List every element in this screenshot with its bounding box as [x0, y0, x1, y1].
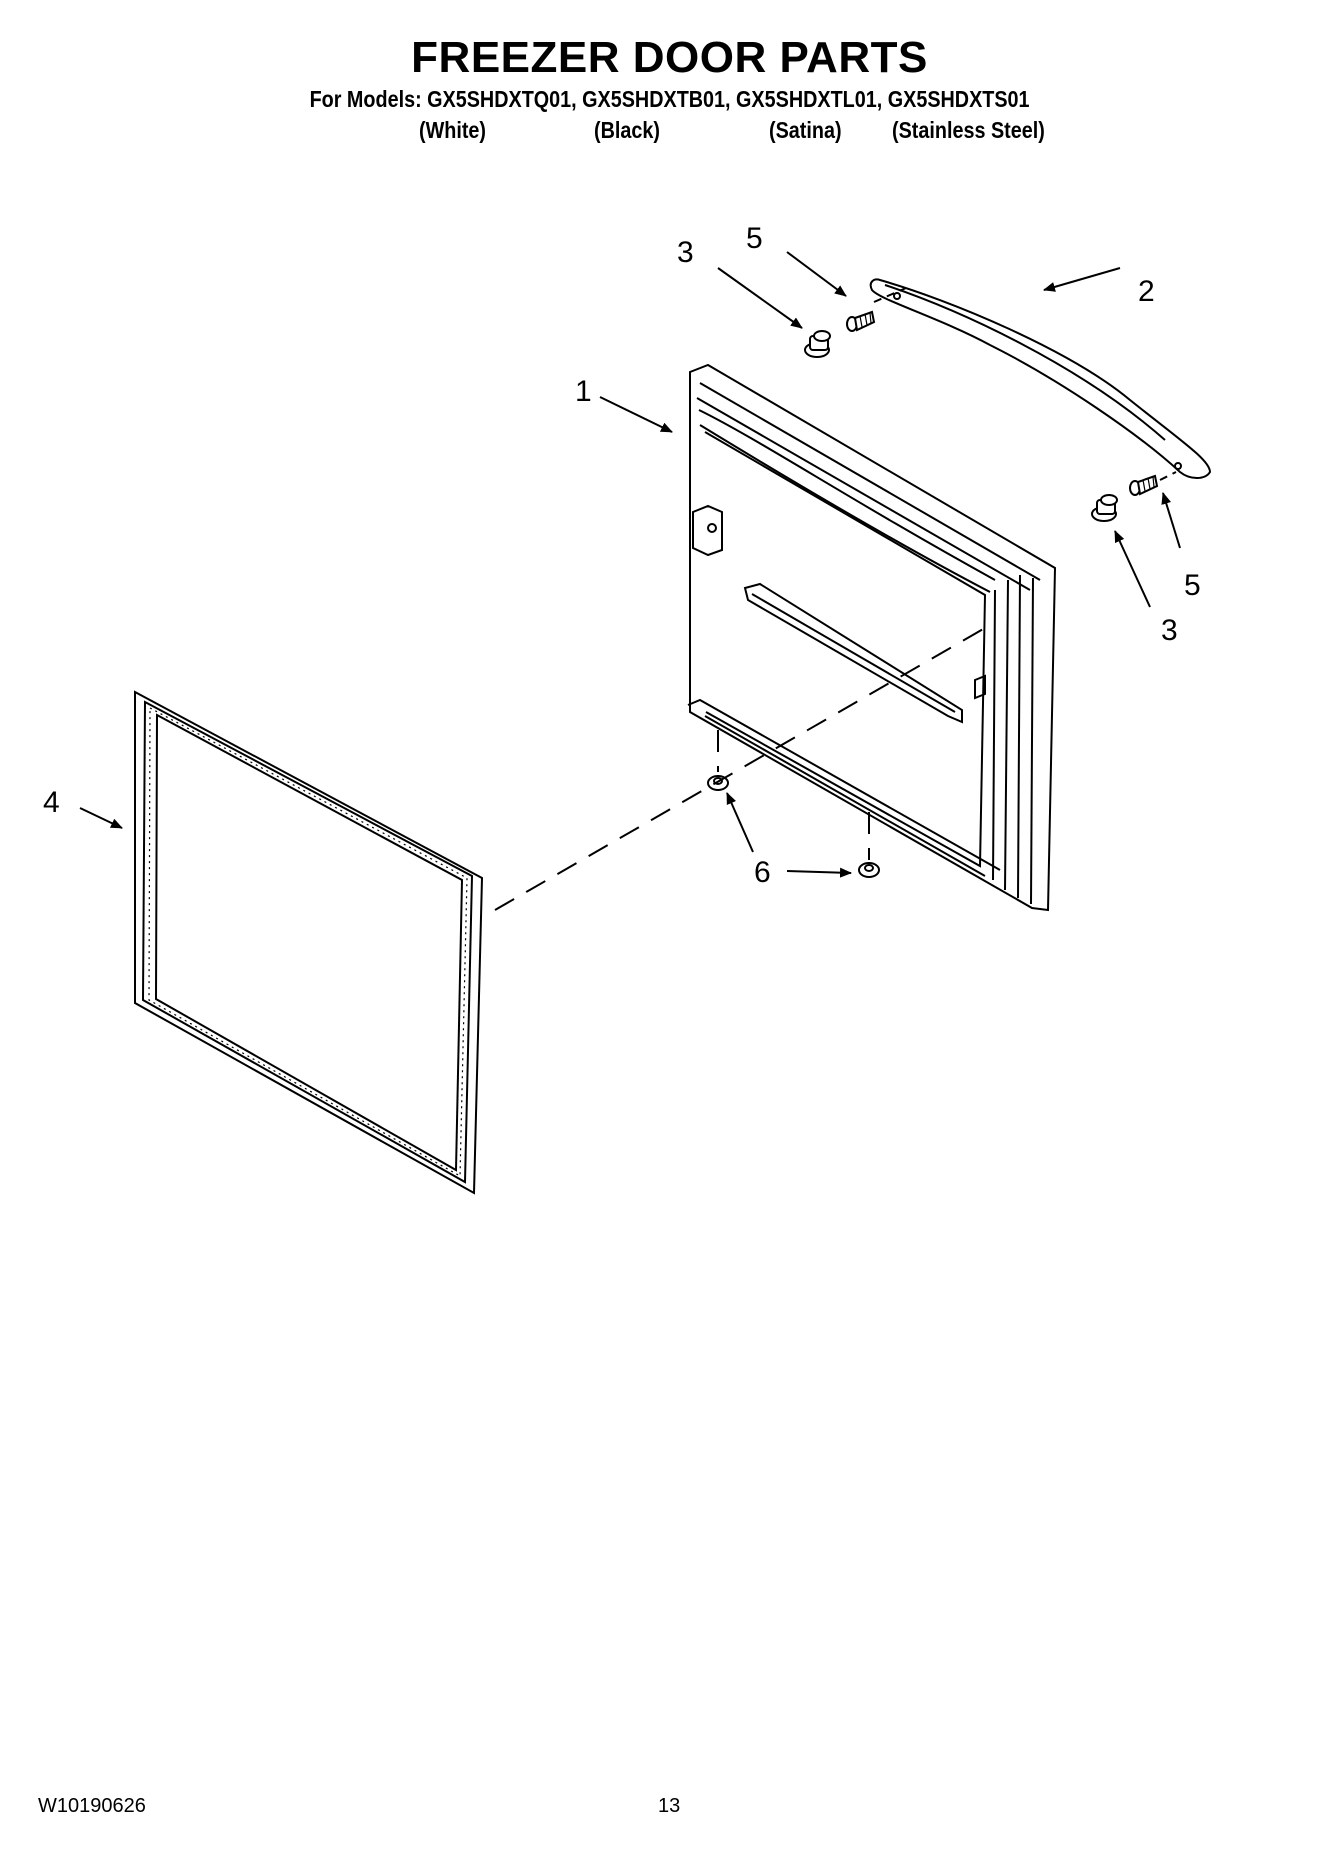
callout-gasket: 4	[43, 786, 60, 819]
standoff-top	[804, 330, 831, 358]
callout-screw-right: 5	[1184, 569, 1201, 602]
arrow-door	[599, 396, 673, 433]
arrow-gasket	[79, 807, 123, 829]
callout-plug: 6	[754, 856, 771, 889]
document-number: W10190626	[38, 1795, 146, 1817]
callout-arrows	[79, 251, 1181, 878]
standoff-right	[1091, 494, 1118, 522]
callout-handle: 2	[1138, 275, 1155, 308]
plug-right	[858, 862, 880, 878]
variant-black: (Black)	[594, 117, 660, 143]
door-gasket	[134, 690, 484, 1195]
arrow-standoff-top	[717, 267, 803, 329]
variant-satina: (Satina)	[769, 117, 842, 143]
arrow-screw-right	[1161, 492, 1181, 549]
models-line: For Models: GX5SHDXTQ01, GX5SHDXTB01, GX…	[309, 86, 1030, 112]
page-title: FREEZER DOOR PARTS	[411, 33, 928, 82]
arrow-standoff-right	[1114, 530, 1151, 608]
callout-standoff-top: 3	[677, 236, 694, 269]
arrow-plug-left	[726, 792, 754, 853]
callout-screw-top: 5	[746, 222, 763, 255]
assembly-lines	[494, 287, 1177, 911]
arrow-plug-right	[786, 867, 852, 878]
screw-right	[1129, 474, 1159, 496]
screw-top	[846, 310, 876, 332]
page-number: 13	[658, 1795, 681, 1817]
variant-stainless-steel: (Stainless Steel)	[892, 117, 1045, 143]
variant-white: (White)	[419, 117, 487, 143]
arrow-handle	[1043, 267, 1121, 292]
freezer-door	[687, 363, 1057, 912]
door-handle	[869, 278, 1212, 479]
callout-standoff-right: 3	[1161, 614, 1178, 647]
arrow-screw-top	[786, 251, 847, 297]
callout-door: 1	[575, 375, 592, 408]
